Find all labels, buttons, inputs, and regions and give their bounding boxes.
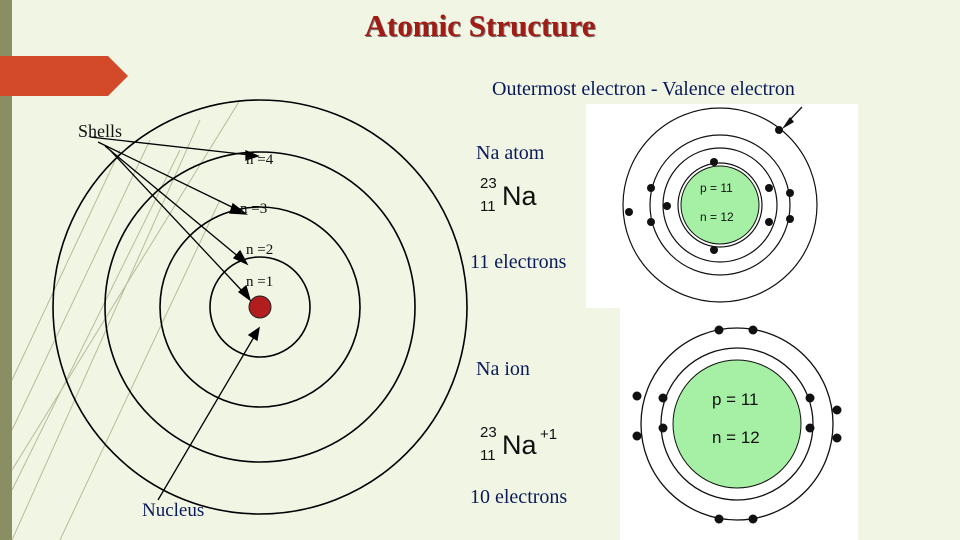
shell-label-n3: n =3 (240, 201, 268, 217)
electron (748, 325, 758, 335)
na-ion-proton-count: p = 11 (712, 390, 759, 409)
na-ion-neutron-count: n = 12 (712, 428, 760, 447)
na-atom-heading: Na atom (476, 142, 545, 164)
electron (748, 514, 758, 524)
electron (805, 393, 815, 403)
na-atom-proton-count: p = 11 (700, 181, 733, 195)
nucleus-label: Nucleus (142, 500, 205, 521)
shell-ring-2 (159, 206, 361, 408)
na-ion-mass-number: 23 (480, 424, 497, 441)
shell-label-n4: n =4 (246, 152, 274, 168)
electron (632, 391, 642, 401)
valence-electron (775, 126, 783, 134)
na-atom-neutron-count: n = 12 (700, 210, 734, 224)
electron (647, 184, 655, 192)
na-ion-electron-count: 10 electrons (470, 486, 568, 508)
electron (710, 158, 718, 166)
nucleus-dot (248, 295, 272, 319)
electron (632, 431, 642, 441)
shell-ring-3 (104, 151, 416, 463)
electron (658, 423, 668, 433)
slide-title: Atomic Structure (364, 8, 596, 43)
electron (710, 246, 718, 254)
na-ion-symbol: Na (502, 430, 537, 460)
na-ion-heading: Na ion (476, 358, 530, 380)
electron (765, 184, 773, 192)
left-decor-band (0, 0, 12, 540)
shell-label-n1: n =1 (246, 274, 274, 290)
na-ion-atomic-number: 11 (480, 447, 496, 464)
electron (625, 208, 633, 216)
na-atom-electron-count: 11 electrons (470, 251, 567, 273)
electron (765, 218, 773, 226)
electron (714, 514, 724, 524)
shell-ring-4 (52, 99, 468, 515)
electron (647, 218, 655, 226)
accent-arrow-shape (0, 56, 128, 96)
electron (786, 189, 794, 197)
na-ion-charge: +1 (540, 426, 558, 443)
na-atom-mass-number: 23 (480, 175, 497, 192)
electron (663, 202, 671, 210)
na-ion-isotope-notation: 23 11 Na +1 (478, 424, 568, 464)
electron (832, 433, 842, 443)
na-atom-atomic-number: 11 (480, 198, 496, 215)
electron (658, 393, 668, 403)
electron (805, 423, 815, 433)
shell-label-n2: n =2 (246, 242, 274, 258)
outermost-electron-caption: Outermost electron - Valence electron (492, 78, 795, 100)
na-atom-symbol: Na (502, 181, 537, 211)
electron (714, 325, 724, 335)
na-atom-isotope-notation: 23 11 Na (478, 175, 548, 215)
electron (832, 405, 842, 415)
shell-ring-1 (209, 256, 311, 358)
electron (786, 215, 794, 223)
shells-label: Shells (78, 121, 123, 141)
